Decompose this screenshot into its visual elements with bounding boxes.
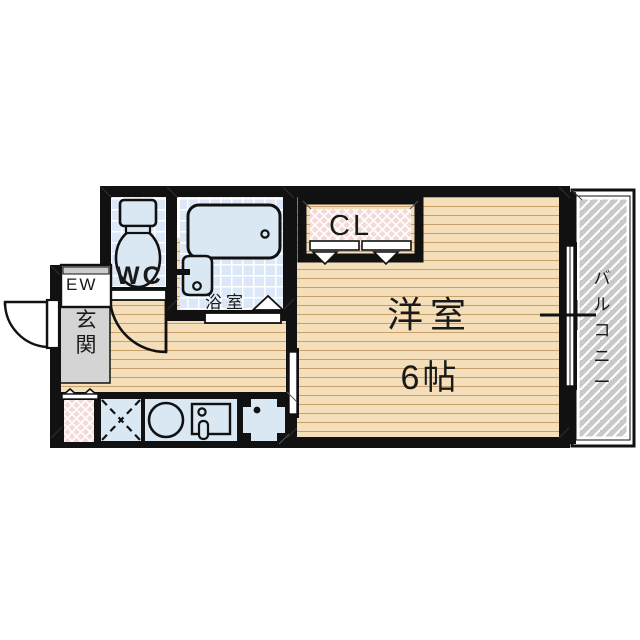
- hall-tick-marks: [278, 391, 298, 445]
- bathroom-label: 浴室: [205, 293, 247, 312]
- kitchen-sink-icon: [143, 397, 239, 443]
- balcony-floor: [575, 195, 631, 441]
- wc-label: WC: [116, 262, 164, 290]
- bathroom-sliding-door[interactable]: [204, 294, 286, 324]
- balcony-label-char1: バ: [593, 269, 611, 288]
- balcony-sliding-door[interactable]: [540, 242, 596, 390]
- closet-unit[interactable]: [297, 195, 424, 266]
- balcony-label-char3: コ: [593, 321, 611, 340]
- balcony-label-char2: ル: [593, 295, 611, 314]
- toilet-icon: [114, 198, 162, 289]
- bathroom-sink-icon: [176, 254, 214, 297]
- gas-stove-icon: [99, 397, 143, 443]
- genkan-label-char1: 玄: [75, 309, 97, 332]
- balcony-label-char4: ニ: [593, 347, 611, 366]
- bathtub-icon: [186, 203, 282, 260]
- room-entry-sliding-door[interactable]: [287, 348, 299, 418]
- main-room-label: 洋室: [386, 294, 473, 335]
- kitchen-storage-closet-icon: [59, 387, 101, 444]
- main-room-size-label: 6帖: [400, 359, 460, 397]
- genkan-label-char2: 関: [75, 334, 97, 357]
- entrance-door-icon[interactable]: [3, 298, 61, 350]
- closet-label: CL: [329, 210, 373, 242]
- ew-label: EW: [66, 275, 98, 294]
- washing-machine-pan-icon: [241, 397, 287, 443]
- meter-box-ew: [59, 263, 113, 309]
- balcony-label-char5: ー: [593, 373, 611, 392]
